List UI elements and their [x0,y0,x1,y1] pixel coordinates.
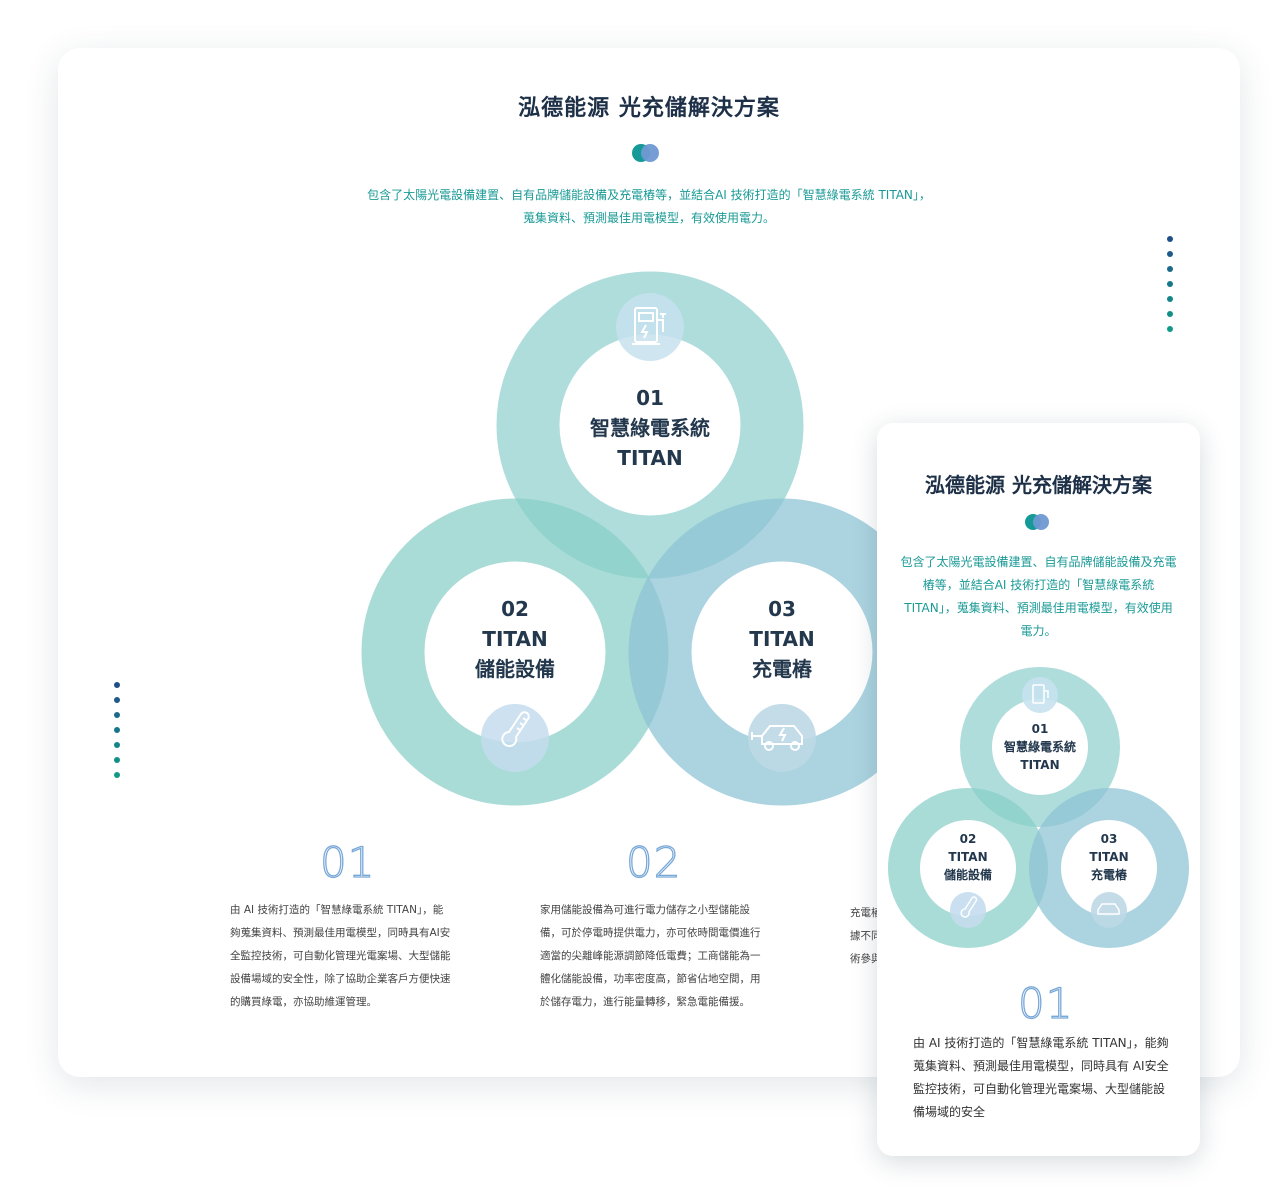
venn-diagram [361,271,936,806]
feature-02: 02 家用儲能設備為可進行電力儲存之小型儲能設備，可於停電時提供電力，亦可依時間… [540,837,762,1014]
mobile-charging-station-icon [1022,677,1058,713]
charging-station-icon [616,293,684,361]
intro-line-1: 包含了太陽光電設備建置、自有品牌儲能設備及充電樁等，並結合AI 技術打造的「智慧… [367,188,931,202]
mobile-mockup: 泓德能源 光充儲解決方案 包含了太陽光電設備建置、自有品牌儲能設備及充電樁等，並… [877,423,1200,1156]
mobile-circle-label-02: 02 TITAN 儲能設備 [943,832,993,882]
circle-label-01: 01 智慧綠電系統 TITAN [590,386,710,470]
feature-description: 由 AI 技術打造的「智慧綠電系統 TITAN」，能夠蒐集資料、預測最佳用電模型… [230,904,451,1008]
mobile-circle-label-03: 03 TITAN 充電樁 [1089,832,1129,882]
page-title: 泓德能源 光充儲解決方案 [518,96,780,121]
mobile-page-title: 泓德能源 光充儲解決方案 [925,473,1152,497]
feature-number: 01 [319,837,376,887]
circle-label-02: 02 TITAN 儲能設備 [475,597,555,681]
mobile-electric-car-icon [1091,892,1127,928]
circle-label-03: 03 TITAN 充電樁 [749,597,815,681]
mobile-feature-number: 01 [1017,978,1074,1028]
intro-line-2: 蒐集資料、預測最佳用電模型，有效使用電力。 [522,211,775,225]
mobile-feature-description: 由 AI 技術打造的「智慧綠電系統 TITAN」，能夠蒐集資料、預測最佳用電模型… [913,1036,1169,1119]
mobile-brand-dots-icon [1025,514,1052,532]
feature-description: 家用儲能設備為可進行電力儲存之小型儲能設備，可於停電時提供電力，亦可依時間電價進… [540,904,761,1008]
thermometer-icon [481,704,549,772]
feature-01: 01 由 AI 技術打造的「智慧綠電系統 TITAN」，能夠蒐集資料、預測最佳用… [230,837,452,1014]
electric-car-icon [748,704,816,772]
mobile-circle-label-01: 01 智慧綠電系統 TITAN [1003,722,1077,772]
intro-text: 包含了太陽光電設備建置、自有品牌儲能設備及充電樁等，並結合AI 技術打造的「智慧… [58,184,1240,230]
feature-03: 充電樁 據不同 術參與 [850,902,1072,971]
brand-dots-icon [632,144,659,162]
mobile-intro-text: 包含了太陽光電設備建置、自有品牌儲能設備及充電樁等，並結合AI 技術打造的「智慧… [900,555,1177,638]
feature-number: 02 [625,837,682,887]
mobile-thermometer-icon [950,892,986,928]
mobile-venn-diagram [888,667,1189,948]
feature-description: 充電樁 據不同 術參與 [850,907,882,965]
decor-dots-right [1167,236,1173,341]
decor-dots-left [114,682,120,787]
